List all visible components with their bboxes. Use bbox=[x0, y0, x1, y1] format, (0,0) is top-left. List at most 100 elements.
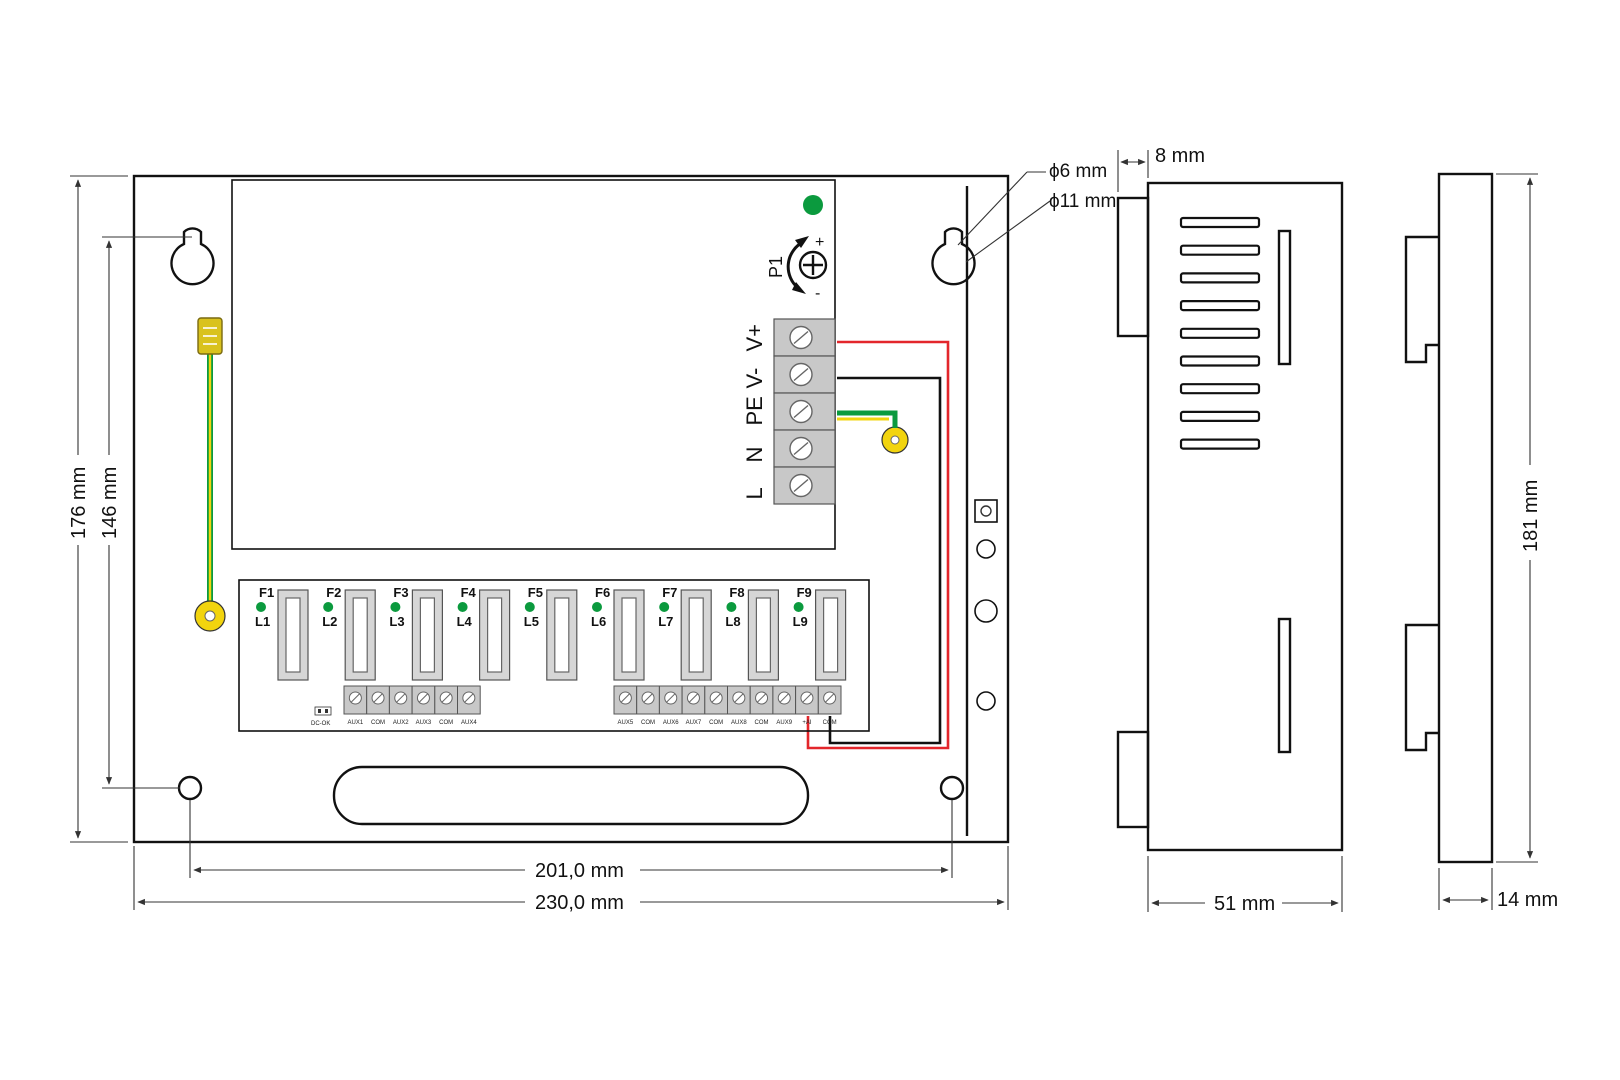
fuse bbox=[688, 597, 704, 673]
output-terminal-label: AUX4 bbox=[461, 720, 477, 726]
fuse-label: F1 bbox=[259, 585, 274, 600]
output-terminal-label: AUX2 bbox=[393, 720, 409, 726]
dim-hole-width: 201,0 mm bbox=[535, 860, 624, 882]
led-label: L1 bbox=[255, 614, 270, 629]
led-icon bbox=[524, 602, 535, 612]
fuse bbox=[352, 597, 368, 673]
side-hole-3 bbox=[976, 691, 996, 711]
tamper-switch bbox=[974, 499, 998, 523]
mains-terminal-label: N bbox=[742, 447, 767, 463]
output-terminal-label: +AI bbox=[802, 720, 812, 726]
side-hole-2 bbox=[974, 599, 998, 623]
bracket-top bbox=[1404, 235, 1439, 364]
earth-strap bbox=[194, 317, 226, 632]
callout-hole-small: ϕ6 mm bbox=[1049, 161, 1107, 182]
p1-label: P1 bbox=[766, 256, 786, 278]
output-terminal-label: AUX9 bbox=[776, 720, 792, 726]
fuse bbox=[285, 597, 301, 673]
led-label: L4 bbox=[457, 614, 473, 629]
enclosure-outline bbox=[132, 174, 1010, 844]
led-label: L6 bbox=[591, 614, 606, 629]
fuse bbox=[822, 597, 839, 673]
fuse-label: F7 bbox=[662, 585, 677, 600]
wire-earth-psu bbox=[837, 410, 898, 428]
mains-terminal-label: V- bbox=[742, 368, 767, 389]
side-body bbox=[1146, 181, 1344, 852]
back-body bbox=[1437, 172, 1494, 864]
back-view: 181 mm 14 mm bbox=[1404, 172, 1558, 911]
output-terminal-label: AUX1 bbox=[348, 720, 364, 726]
dim-back-height: 181 mm bbox=[1520, 480, 1542, 552]
led-icon bbox=[793, 602, 804, 612]
cable-slot bbox=[332, 765, 810, 826]
output-terminal-label: AUX8 bbox=[731, 720, 747, 726]
rotate-arrow-icon bbox=[786, 240, 804, 290]
output-terminal-label: AUX7 bbox=[686, 720, 702, 726]
p1-plus-label: + bbox=[815, 234, 824, 251]
dc-ok-jumper: DC-OK bbox=[311, 706, 332, 727]
led-label: L7 bbox=[658, 614, 673, 629]
output-terminal-label: COM bbox=[371, 720, 385, 726]
led-label: L3 bbox=[389, 614, 404, 629]
fuse-label: F3 bbox=[393, 585, 408, 600]
led-label: L8 bbox=[725, 614, 740, 629]
fuse bbox=[487, 597, 503, 673]
fuse-label: F4 bbox=[461, 585, 477, 600]
fuse-label: F5 bbox=[528, 585, 543, 600]
led-icon bbox=[256, 602, 266, 612]
vent-slot bbox=[1179, 272, 1261, 284]
side-slot-bottom bbox=[1277, 617, 1292, 754]
mount-hole-bottom-left bbox=[177, 775, 203, 801]
dim-depth: 51 mm bbox=[1214, 893, 1275, 915]
led-label: L9 bbox=[793, 614, 808, 629]
dim-lip: 8 mm bbox=[1155, 145, 1205, 167]
mains-terminal-label: L bbox=[742, 487, 767, 499]
fuse bbox=[554, 597, 570, 673]
fuse-label: F9 bbox=[797, 585, 812, 600]
fuse bbox=[755, 597, 772, 673]
p1-minus-label: - bbox=[815, 285, 820, 302]
vent-slot bbox=[1179, 300, 1261, 312]
tamper-switch-icon bbox=[980, 505, 992, 517]
vent-slot bbox=[1179, 216, 1261, 229]
side-view: 8 mm 51 mm bbox=[1116, 145, 1344, 915]
wire-black bbox=[828, 376, 942, 745]
fuse-board bbox=[238, 579, 870, 732]
side-lip-top bbox=[1116, 196, 1150, 338]
led-label: L5 bbox=[524, 614, 539, 629]
side-slot-top bbox=[1277, 229, 1292, 366]
led-icon bbox=[592, 602, 602, 612]
output-terminal-label: COM bbox=[641, 720, 655, 726]
output-terminal-label: COM bbox=[709, 720, 723, 726]
side-hole-1 bbox=[976, 539, 996, 559]
dim-outer-width: 230,0 mm bbox=[535, 892, 624, 914]
side-lip-bottom bbox=[1116, 730, 1150, 829]
led-icon bbox=[457, 602, 468, 612]
output-terminal-label: AUX5 bbox=[618, 720, 634, 726]
vent-slot bbox=[1179, 244, 1261, 256]
output-terminal-label: AUX3 bbox=[416, 720, 432, 726]
bracket-bottom bbox=[1404, 623, 1439, 752]
ventilation-slots bbox=[1179, 216, 1261, 450]
vent-slot bbox=[1179, 327, 1261, 339]
callout-hole-large: ϕ11 mm bbox=[1049, 191, 1116, 212]
jumper-icon bbox=[314, 706, 332, 716]
fuse-label: F6 bbox=[595, 585, 610, 600]
vent-slot bbox=[1179, 383, 1261, 395]
dc-ok-label: DC-OK bbox=[311, 721, 330, 727]
dim-hole-height: 146 mm bbox=[99, 467, 121, 539]
led-icon bbox=[323, 602, 334, 612]
fuse-label: F8 bbox=[729, 585, 744, 600]
fuse bbox=[621, 597, 637, 673]
dim-thickness: 14 mm bbox=[1497, 889, 1558, 911]
led-icon bbox=[659, 602, 670, 612]
output-terminal-label: COM bbox=[755, 720, 769, 726]
output-terminal-label: COM bbox=[823, 720, 837, 726]
led-label: L2 bbox=[322, 614, 337, 629]
mains-terminal-label: PE bbox=[742, 396, 767, 425]
